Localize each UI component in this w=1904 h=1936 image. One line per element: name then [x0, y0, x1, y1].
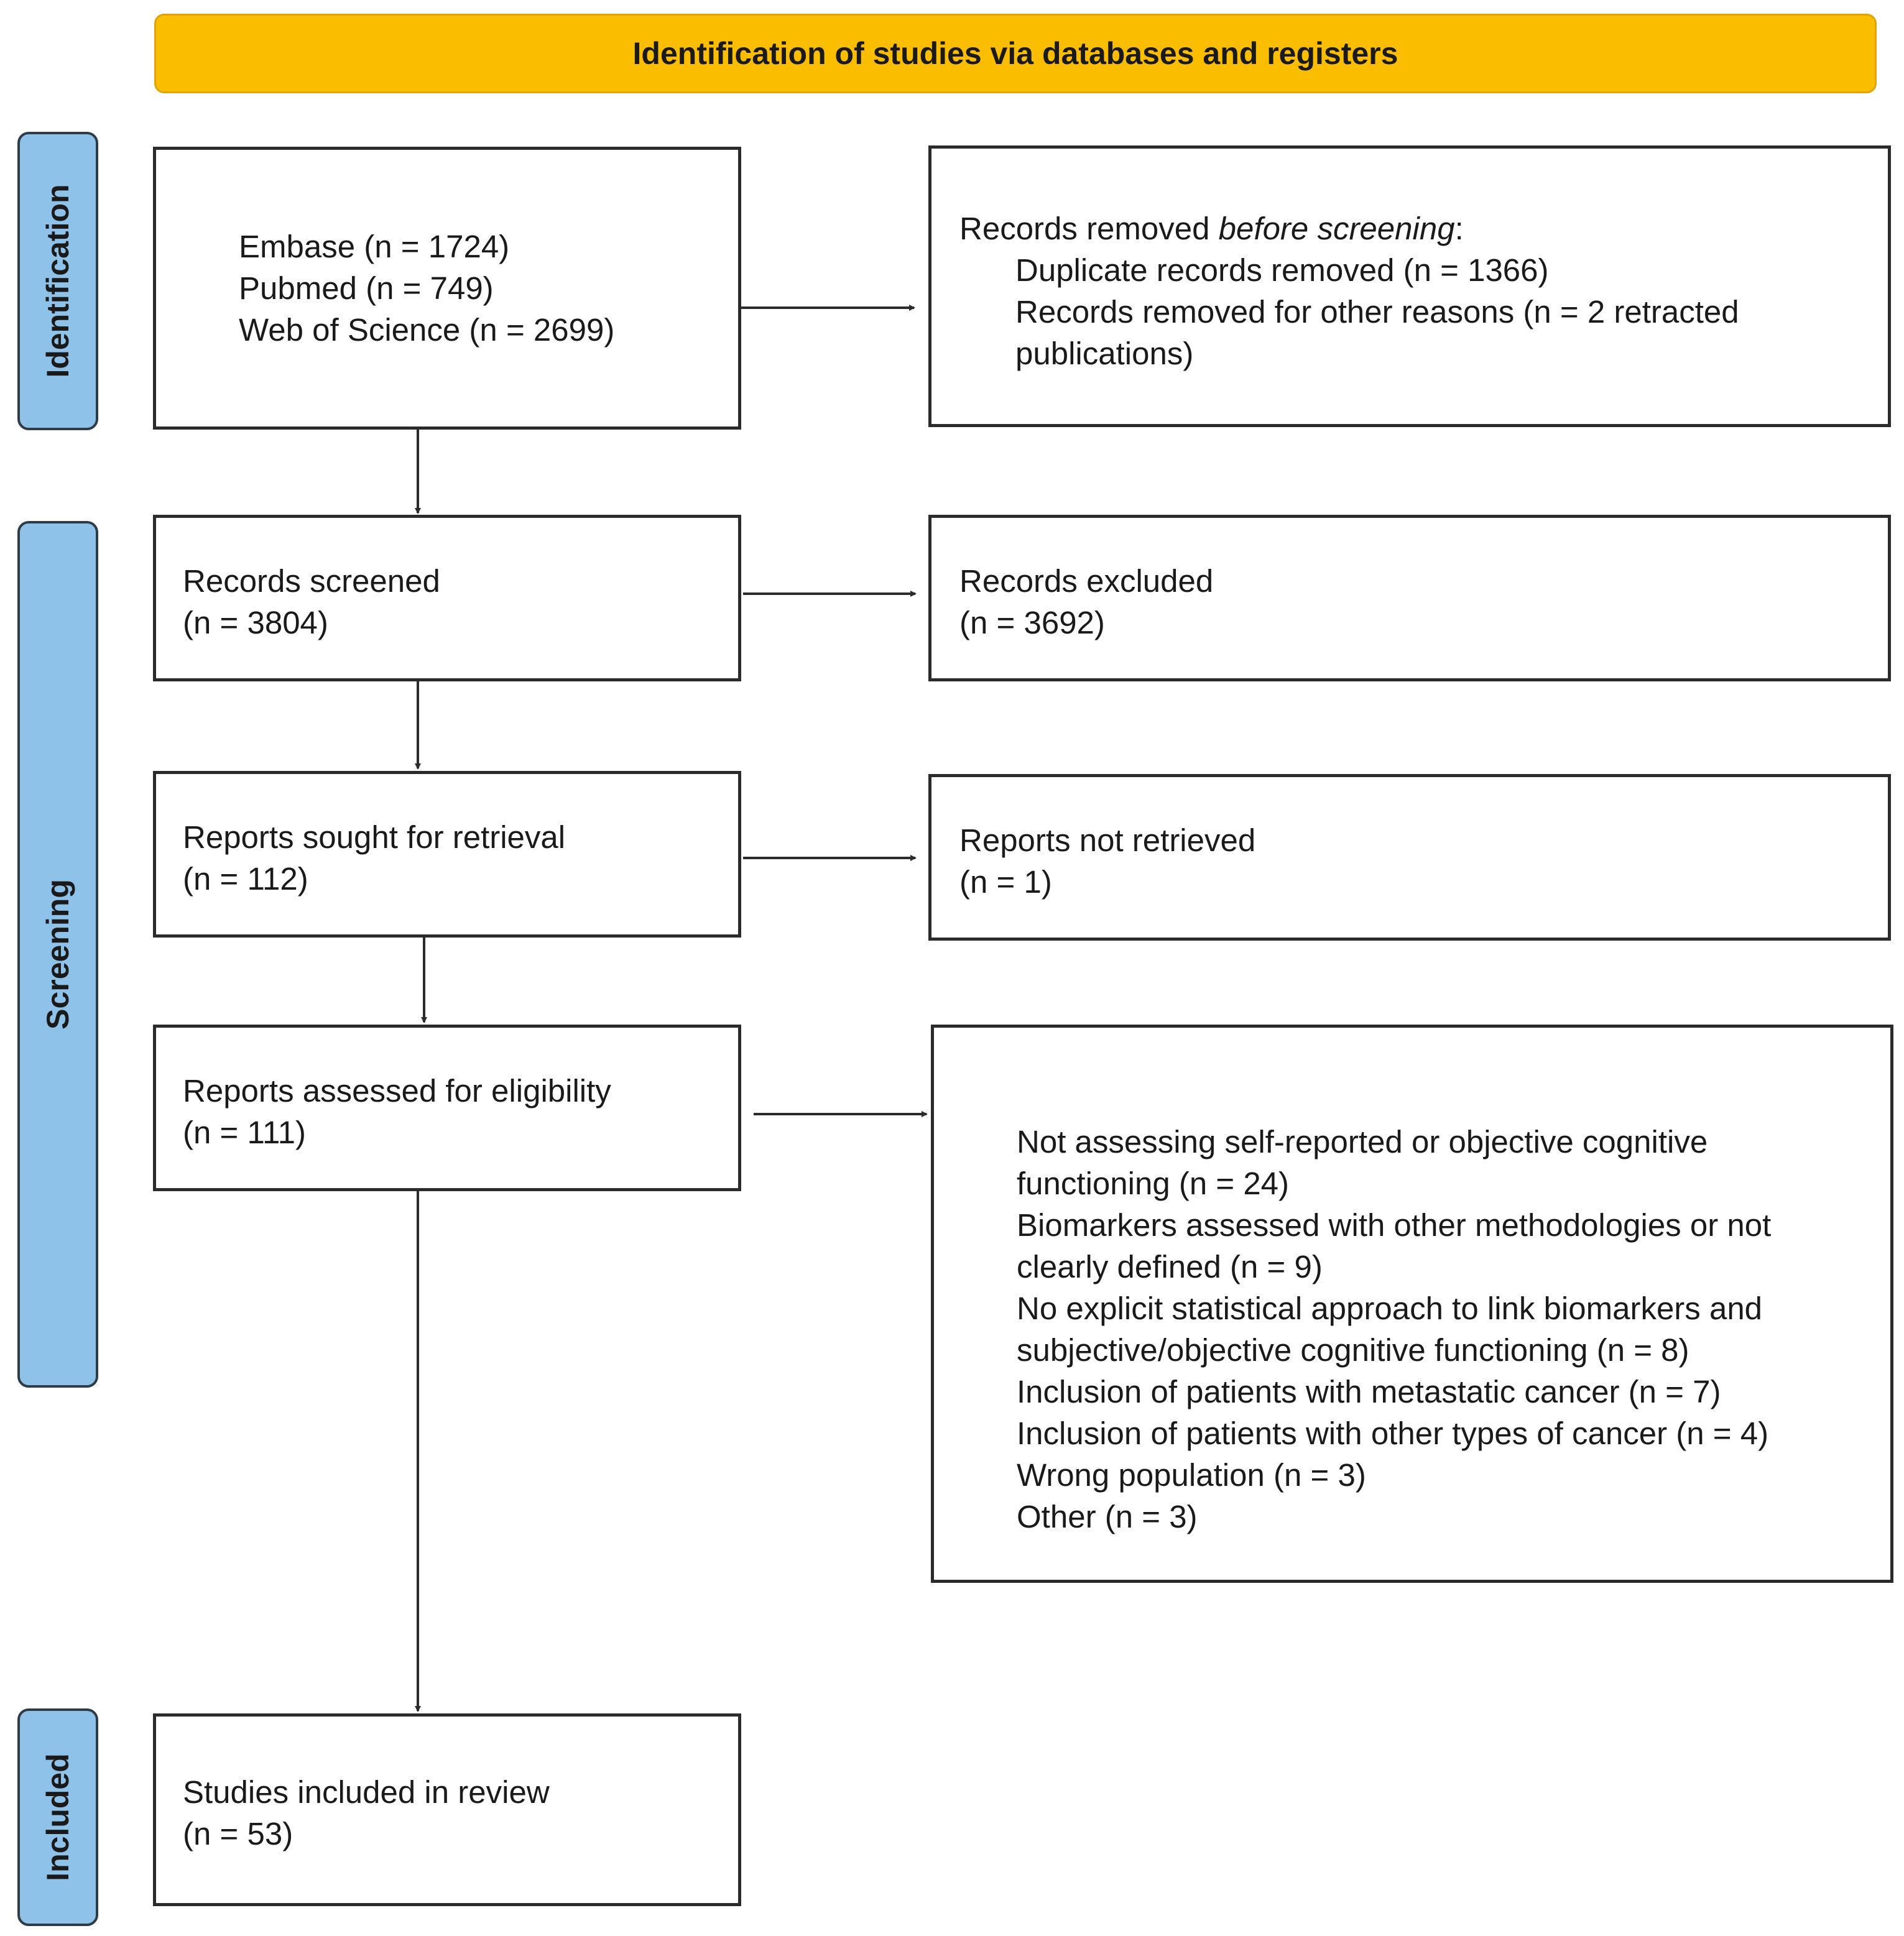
included-box: Studies included in review (n = 53) — [153, 1713, 741, 1906]
header-banner: Identification of studies via databases … — [154, 14, 1877, 93]
not-retrieved-box: Reports not retrieved (n = 1) — [928, 774, 1891, 941]
phase-identification: Identification — [17, 132, 98, 430]
source-web-of-science: Web of Science (n = 2699) — [239, 312, 615, 348]
screened-count: (n = 3804) — [183, 605, 328, 640]
included-count: (n = 53) — [183, 1816, 293, 1851]
exclusion-reason-line: Other (n = 3) — [1017, 1499, 1198, 1534]
exclusion-reason-line: functioning (n = 24) — [1017, 1166, 1290, 1201]
exclusion-reason-line: No explicit statistical approach to link… — [1017, 1291, 1763, 1326]
sources-box: Embase (n = 1724) Pubmed (n = 749) Web o… — [153, 147, 741, 430]
phase-screening: Screening — [17, 521, 98, 1388]
not-retrieved-count: (n = 1) — [959, 864, 1052, 900]
screened-box: Records screened (n = 3804) — [153, 515, 741, 681]
exclusion-reason-line: Not assessing self-reported or objective… — [1017, 1124, 1708, 1159]
removed-other-line1: Records removed for other reasons (n = 2… — [1015, 294, 1739, 330]
source-embase: Embase (n = 1724) — [239, 229, 510, 264]
assessed-label: Reports assessed for eligibility — [183, 1073, 611, 1109]
sought-label: Reports sought for retrieval — [183, 819, 566, 855]
sought-count: (n = 112) — [183, 861, 308, 897]
exclusion-reason-line: subjective/objective cognitive functioni… — [1017, 1332, 1689, 1368]
exclusion-reason-line: Biomarkers assessed with other methodolo… — [1017, 1207, 1772, 1243]
not-retrieved-label: Reports not retrieved — [959, 823, 1256, 858]
header-title: Identification of studies via databases … — [632, 36, 1398, 71]
included-label: Studies included in review — [183, 1774, 550, 1810]
exclusion-reasons-box: Not assessing self-reported or objective… — [931, 1025, 1893, 1583]
assessed-box: Reports assessed for eligibility (n = 11… — [153, 1025, 741, 1191]
sought-box: Reports sought for retrieval (n = 112) — [153, 771, 741, 938]
removed-box: Records removed before screening: Duplic… — [928, 145, 1891, 427]
screened-label: Records screened — [183, 563, 440, 599]
excluded-count: (n = 3692) — [959, 605, 1105, 640]
exclusion-reason-line: Inclusion of patients with metastatic ca… — [1017, 1374, 1721, 1409]
exclusion-reason-line: clearly defined (n = 9) — [1017, 1249, 1323, 1284]
removed-heading: Records removed before screening: — [959, 211, 1464, 246]
removed-duplicates: Duplicate records removed (n = 1366) — [1015, 252, 1549, 288]
phase-included: Included — [17, 1708, 98, 1926]
source-pubmed: Pubmed (n = 749) — [239, 270, 494, 306]
assessed-count: (n = 111) — [183, 1115, 306, 1150]
removed-other-line2: publications) — [1015, 336, 1194, 371]
excluded-label: Records excluded — [959, 563, 1214, 599]
exclusion-reason-line: Wrong population (n = 3) — [1017, 1457, 1366, 1493]
excluded-box: Records excluded (n = 3692) — [928, 515, 1891, 681]
exclusion-reason-line: Inclusion of patients with other types o… — [1017, 1416, 1769, 1451]
